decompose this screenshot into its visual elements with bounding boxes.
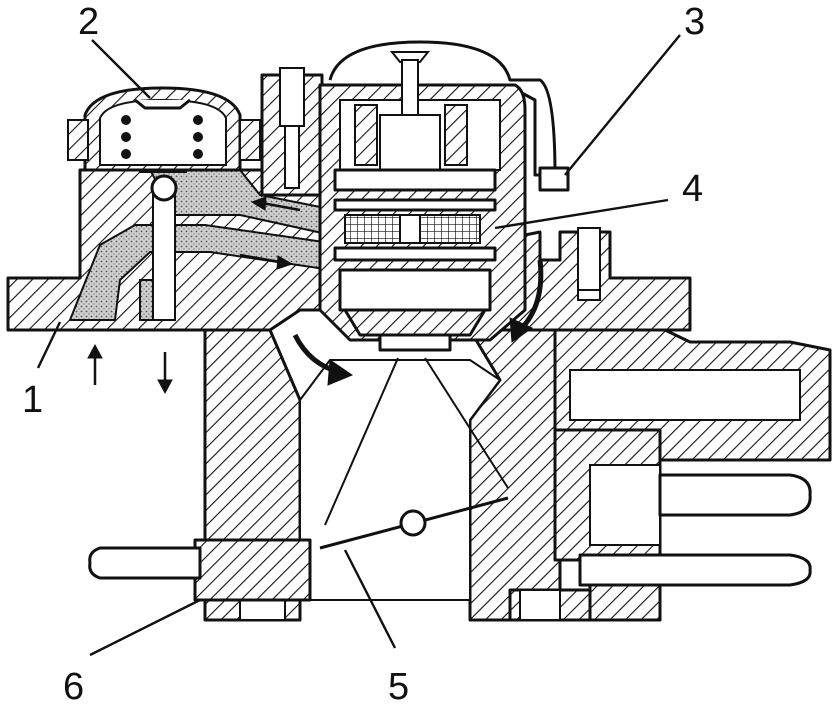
callout-3: 3 <box>684 1 705 43</box>
callout-5: 5 <box>388 666 409 704</box>
flow-arrow-icon <box>87 196 544 395</box>
spray-cone <box>324 357 509 526</box>
leader-lines <box>36 34 681 657</box>
callout-2: 2 <box>78 1 99 43</box>
injector-coil <box>333 168 497 352</box>
left-hose-nipple <box>88 538 312 602</box>
callout-4: 4 <box>682 168 703 210</box>
spring-coil-icon <box>121 115 203 159</box>
pressure-regulator <box>67 86 261 172</box>
mounting-bolt <box>260 67 324 197</box>
electrical-connector <box>538 166 570 192</box>
callout-6: 6 <box>63 666 84 704</box>
throttle-plate <box>319 496 509 550</box>
callout-1: 1 <box>22 379 43 421</box>
outlet-pipe <box>553 328 832 622</box>
